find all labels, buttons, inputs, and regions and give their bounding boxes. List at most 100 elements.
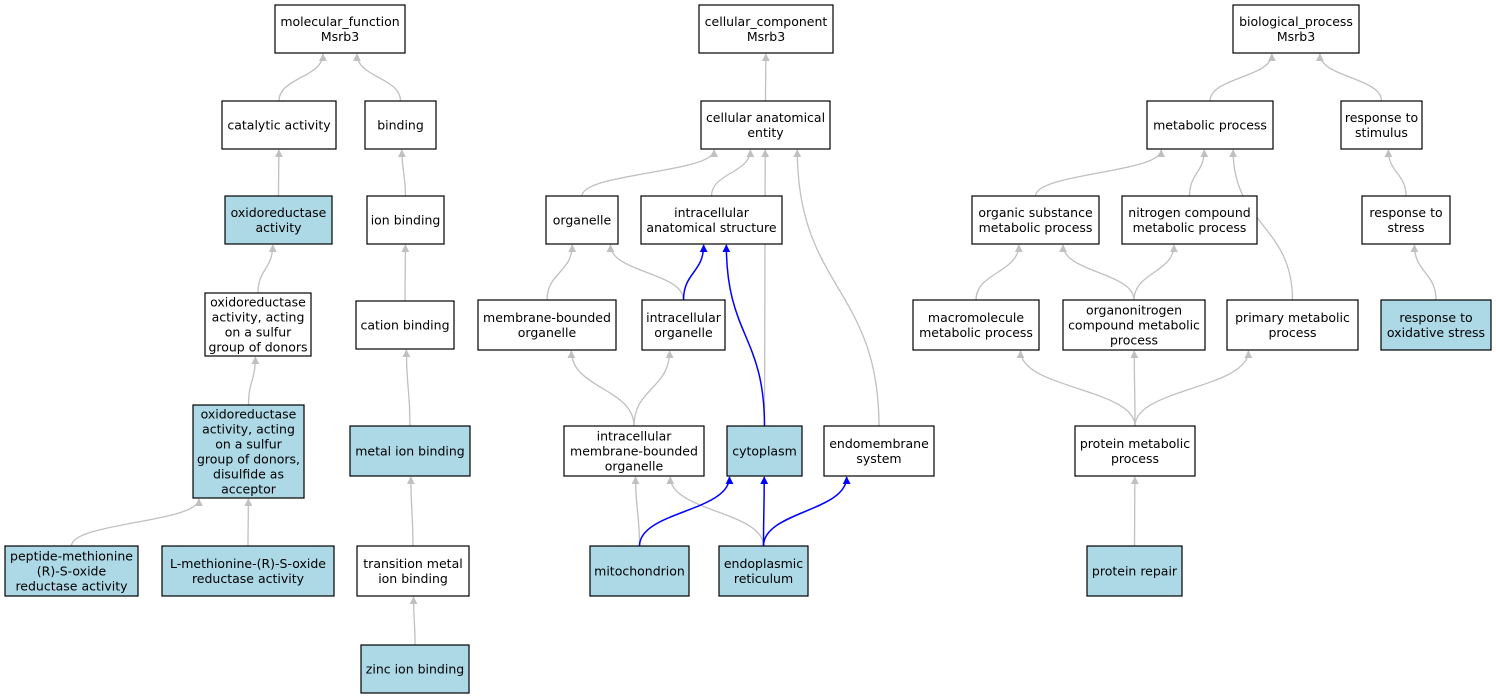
node-label-line: reticulum [734,571,793,586]
node-box [971,195,1100,245]
node-label-line: stress [1388,220,1425,235]
node-label-line: membrane-bounded [570,444,698,459]
node-label-line: endomembrane [829,436,929,451]
node-label-line: group of donors, [197,452,300,467]
node-zinc[interactable]: zinc ion binding [360,644,470,694]
node-box [1062,299,1206,351]
node-label-line: metal ion binding [355,444,465,459]
node-box [1086,545,1183,597]
node-label-line: nitrogen compound [1128,205,1250,220]
node-box [1146,100,1274,150]
node-box [545,195,619,245]
node-box [477,299,617,351]
node-label-line: reductase activity [15,579,128,594]
node-label-line: organelle [553,213,612,228]
edge-oxido_sulfur-to-oxidoreductase [257,244,277,294]
node-label-line: metabolic process [919,325,1033,340]
node-label-line: zinc ion binding [366,662,464,677]
node-label-line: organonitrogen [1086,303,1182,318]
edge-nitrogen-to-metabolic [1188,149,1209,197]
node-cation-binding[interactable]: cation binding [355,300,455,350]
node-mitochondrion[interactable]: mitochondrion [589,545,690,597]
node-box [364,100,437,150]
edge-er-to-cytoplasm [760,476,769,547]
node-label-line: activity, acting [212,310,305,325]
node-box [355,300,455,350]
node-label-line: intracellular [597,429,673,444]
edge-protein_metabolic-to-macromolecule [1016,350,1136,427]
node-organelle[interactable]: organelle [545,195,619,245]
node-label-line: process [1268,325,1316,340]
edge-peptide_msr-to-oxido_disulfide [70,498,203,547]
edge-er-to-endomembrane [762,476,851,547]
node-binding[interactable]: binding [364,100,437,150]
node-box [274,4,406,54]
edge-primary-to-metabolic [1229,149,1294,301]
node-label-line: ion binding [371,213,441,228]
node-label-line: activity, acting [202,422,295,437]
edge-endomembrane-to-cae [793,149,880,427]
node-label-line: disulfide as [213,467,284,482]
node-label-line: oxidoreductase [231,205,327,220]
edge-cytoplasm-to-cae [761,149,770,427]
node-protein-repair[interactable]: protein repair [1086,545,1183,597]
edge-organic_subst-to-metabolic [1034,149,1166,197]
edge-macromolecule-to-organic_subst [975,244,1023,301]
node-label-line: Msrb3 [1277,29,1315,44]
node-box [349,425,471,477]
node-label-line: process [1110,333,1158,348]
node-cytoplasm[interactable]: cytoplasm [726,425,803,477]
node-label-line: acceptor [221,482,277,497]
node-label-line: process [1111,451,1159,466]
node-box [726,425,803,477]
node-label-line: molecular_function [280,14,399,29]
edge-response_stress-to-response_stimulus [1384,149,1407,197]
node-label-line: cellular_component [705,14,828,29]
edge-response_stimulus-to-bp_root [1315,53,1383,102]
node-catalytic[interactable]: catalytic activity [221,100,337,150]
node-label-line: (R)-S-oxide [37,564,107,579]
edge-ion_binding-to-binding [397,149,407,197]
edge-mitochondrion-to-imbo [631,476,641,547]
node-box [1121,195,1258,245]
edge-oxido_disulfide-to-oxido_sulfur [247,356,260,406]
node-box [563,425,705,477]
node-metabolic[interactable]: metabolic process [1146,100,1274,150]
node-ion-binding[interactable]: ion binding [366,195,445,245]
node-label-line: protein repair [1092,564,1178,579]
node-box [4,545,139,597]
edge-io-to-ias [682,244,708,301]
node-box [192,404,305,499]
edge-cytoplasm-to-ias [722,244,766,427]
node-box [360,644,470,694]
node-box [161,545,335,597]
node-metal-ion-binding[interactable]: metal ion binding [349,425,471,477]
